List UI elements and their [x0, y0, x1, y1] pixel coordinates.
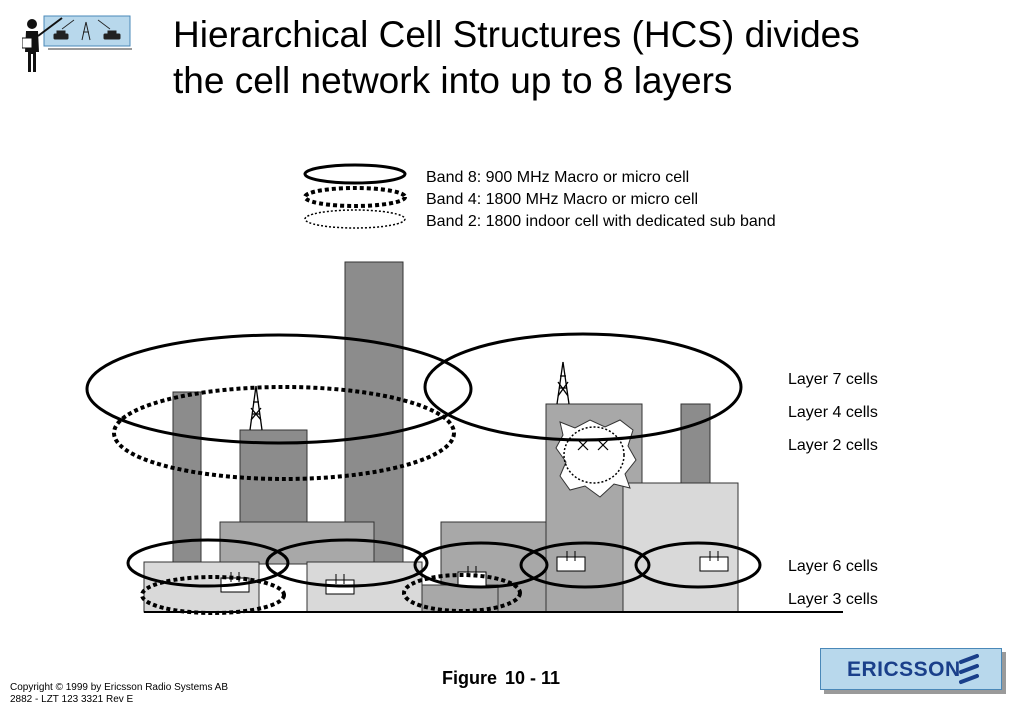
macro-cell: [112, 385, 456, 481]
legend-label-band2: Band 2: 1800 indoor cell with dedicated …: [426, 213, 776, 230]
antenna-mast: [556, 361, 570, 405]
micro-cell: [402, 573, 522, 613]
logo-text: ERICSSON: [847, 658, 961, 681]
micro-cell: [634, 541, 762, 589]
figure-label: Figure: [442, 668, 498, 688]
title-line-1: Hierarchical Cell Structures (HCS) divid…: [173, 14, 860, 55]
title-line-2: the cell network into up to 8 layers: [173, 60, 733, 101]
micro-cell: [265, 538, 429, 588]
building: [172, 391, 202, 563]
micro-cell: [140, 575, 286, 615]
building: [622, 482, 739, 613]
document-id: 2882 - LZT 123 3321 Rev E: [10, 694, 134, 705]
layer-label-3: Layer 3 cells: [788, 591, 878, 608]
figure-number: 10 - 11: [505, 668, 561, 688]
macro-cell: [423, 332, 743, 442]
slide-title: Hierarchical Cell Structures (HCS) divid…: [173, 12, 860, 104]
legend-swatch-band4: [303, 186, 407, 208]
copyright-text: Copyright © 1999 by Ericsson Radio Syste…: [10, 682, 229, 693]
micro-antenna-box: [220, 556, 729, 595]
building: [344, 261, 404, 563]
indoor-cell: [563, 426, 625, 484]
presenter-icon: [22, 15, 132, 72]
legend-label-band4: Band 4: 1800 MHz Macro or micro cell: [426, 191, 699, 208]
antenna-mast: [249, 385, 263, 431]
macro-cell: [85, 333, 473, 445]
ericsson-mark-icon: [959, 654, 979, 684]
micro-cell: [126, 538, 290, 588]
torn-window: [555, 419, 637, 498]
layer-label-7: Layer 7 cells: [788, 371, 878, 388]
figure-caption: Figure 10 - 11: [442, 668, 560, 689]
layer-label-6: Layer 6 cells: [788, 558, 878, 575]
layer-label-4: Layer 4 cells: [788, 404, 878, 421]
building: [680, 403, 711, 485]
layer-label-2: Layer 2 cells: [788, 437, 878, 454]
legend-swatch-band2: [304, 209, 406, 229]
legend-label-band8: Band 8: 900 MHz Macro or micro cell: [426, 169, 690, 186]
band8-cells: [85, 332, 762, 589]
indoor-antenna: [577, 439, 609, 451]
band4-cells: [112, 385, 522, 615]
micro-cell: [413, 541, 549, 589]
legend-swatch-band8: [303, 163, 407, 185]
ericsson-logo: ERICSSON: [820, 648, 1002, 690]
micro-cell: [519, 541, 651, 589]
